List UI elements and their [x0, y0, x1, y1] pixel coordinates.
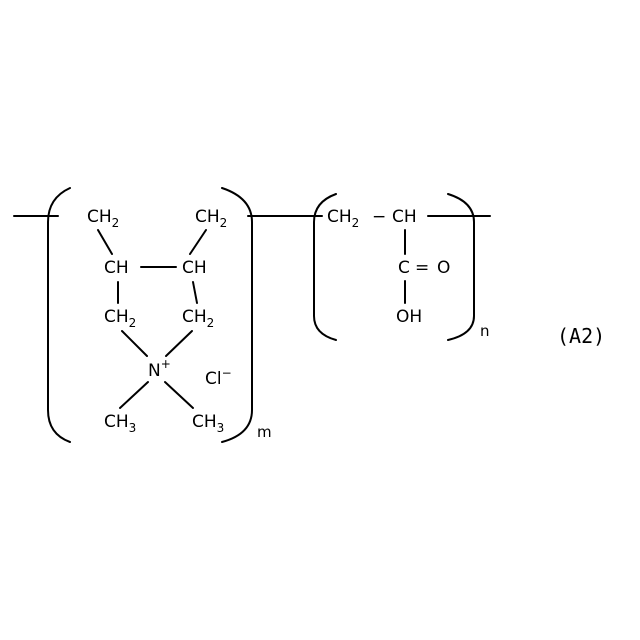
ring-left-ch: CH — [104, 258, 129, 278]
formula-label: (A2) — [557, 324, 605, 348]
bond-right-ch-ch2 — [193, 282, 197, 303]
acrylic-backbone-dash: − — [372, 207, 386, 227]
bond-left-ch2-n — [122, 331, 147, 356]
bond-left-ch2-ch — [98, 230, 112, 254]
methyl-left: CH3 — [104, 412, 136, 435]
bond-n-methyl-right — [165, 382, 193, 408]
bond-right-ch2-ch — [190, 230, 206, 254]
ring-left-ch2: CH2 — [87, 207, 119, 230]
quaternary-nitrogen: N+ — [148, 357, 171, 381]
ring-lower-left-ch2: CH2 — [104, 307, 136, 330]
acrylic-backbone-ch: CH — [392, 207, 417, 227]
bond-right-ch2-n — [166, 331, 192, 356]
ring-right-ch2: CH2 — [195, 207, 227, 230]
hydroxyl-group: OH — [396, 307, 422, 327]
carbonyl-oxygen: O — [437, 258, 450, 278]
carbonyl-double-bond: = — [415, 258, 429, 278]
ring-right-ch: CH — [182, 258, 207, 278]
ring-lower-right-ch2: CH2 — [182, 307, 214, 330]
chloride-ion: Cl− — [205, 366, 232, 389]
repeat-subscript-n: n — [480, 322, 490, 340]
repeat-subscript-m: m — [257, 423, 272, 441]
methyl-right: CH3 — [192, 412, 224, 435]
unit-m-left-bracket — [48, 188, 70, 442]
acrylic-backbone-ch2: CH2 — [327, 207, 359, 230]
carbonyl-carbon: C — [398, 258, 410, 278]
bond-n-methyl-left — [120, 382, 148, 408]
